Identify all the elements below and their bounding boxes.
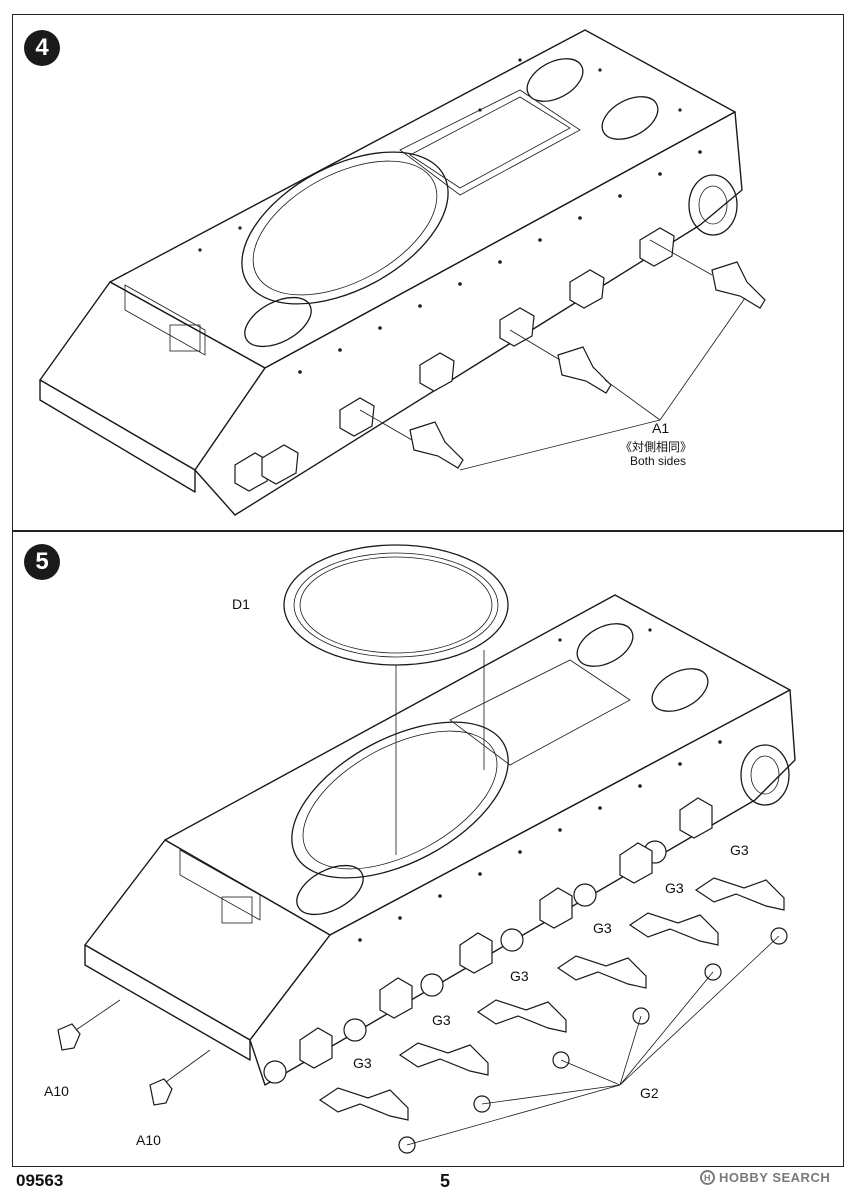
callout-g3-6: G3: [353, 1055, 372, 1071]
step-4-badge: 4: [24, 30, 60, 66]
callout-g3-2: G3: [665, 880, 684, 896]
callout-g3-3: G3: [593, 920, 612, 936]
step-4-hull-drawing: [39, 29, 766, 516]
callout-d1: D1: [232, 596, 250, 612]
callout-g3-4: G3: [510, 968, 529, 984]
step-5-hull-drawing: [57, 544, 796, 1154]
watermark-text: HOBBY SEARCH: [719, 1170, 831, 1185]
callout-a1-note: 《対側相同》: [620, 440, 693, 454]
step-4-panel: [12, 14, 844, 531]
callout-a1-note-en: Both sides: [630, 454, 687, 468]
step-5-panel: [12, 531, 844, 1167]
hobby-search-icon: H: [700, 1170, 715, 1185]
page-number: 5: [440, 1171, 451, 1191]
callout-a1: A1: [652, 420, 670, 436]
callout-a10-2: A10: [136, 1132, 161, 1148]
callout-g3-5: G3: [432, 1012, 451, 1028]
watermark-logo: H HOBBY SEARCH: [700, 1170, 830, 1185]
step-5-badge: 5: [24, 544, 60, 580]
product-code: 09563: [16, 1171, 64, 1190]
callout-a10-1: A10: [44, 1083, 69, 1099]
callout-g3-1: G3: [730, 842, 749, 858]
callout-g2: G2: [640, 1085, 659, 1101]
